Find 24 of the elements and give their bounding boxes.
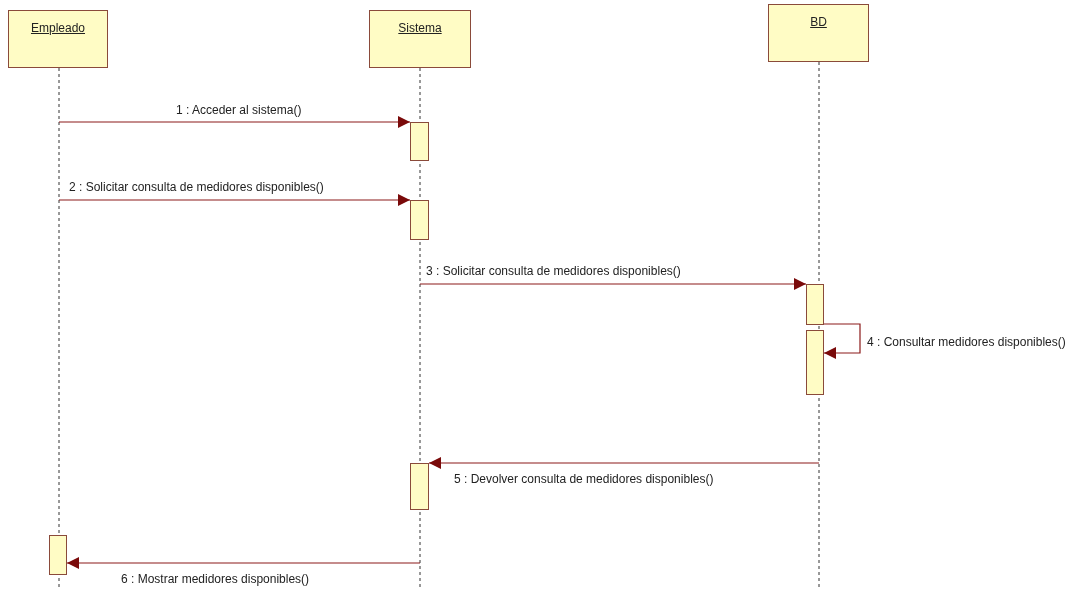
activation-bar	[410, 463, 429, 510]
message-label: 6 : Mostrar medidores disponibles()	[120, 572, 311, 586]
activation-bar	[410, 200, 429, 240]
actor-name: Sistema	[398, 21, 442, 35]
message-arrow	[58, 194, 411, 206]
actor-box	[768, 4, 869, 62]
message-label: 4 : Consultar medidores disponibles()	[866, 335, 1067, 349]
message-label: 5 : Devolver consulta de medidores disponibles()	[453, 472, 715, 486]
message-arrow	[66, 557, 421, 569]
message-arrow	[419, 278, 807, 290]
message-label: 1 : Acceder al sistema()	[175, 103, 303, 117]
message-label: 2 : Solicitar consulta de medidores disponibles()	[68, 180, 325, 194]
message-label: 3 : Solicitar consulta de medidores disponibles()	[425, 264, 682, 278]
self-message-arrow	[823, 323, 861, 359]
activation-bar	[806, 284, 824, 325]
message-arrow	[58, 116, 411, 128]
actor-name: Empleado	[30, 21, 85, 35]
actor-box	[8, 10, 108, 68]
activation-bar	[49, 535, 67, 575]
activation-bar	[410, 122, 429, 161]
activation-bar	[806, 330, 824, 395]
actor-box	[369, 10, 471, 68]
message-arrow	[428, 457, 820, 469]
actor-name: BD	[810, 15, 827, 29]
